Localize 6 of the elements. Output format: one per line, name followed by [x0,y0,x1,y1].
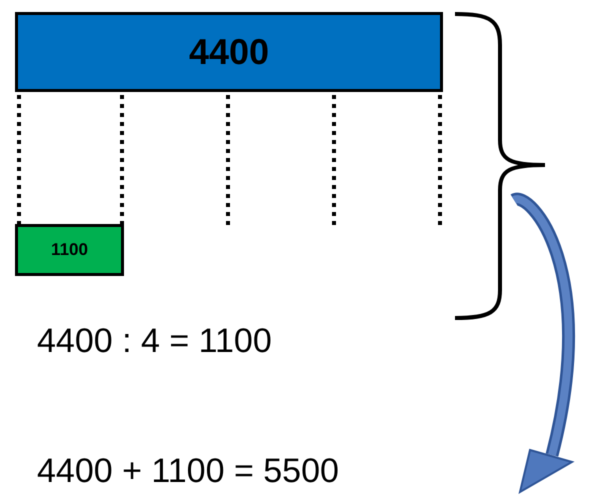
bar [15,12,443,92]
value-text: 4400 [188,31,270,73]
equation-text: 4400 + 1100 = 5500 [37,452,339,491]
value-text: 1100 [51,240,88,260]
equation-text: 4400 : 4 = 1100 [37,322,272,361]
part-bar [15,224,124,276]
